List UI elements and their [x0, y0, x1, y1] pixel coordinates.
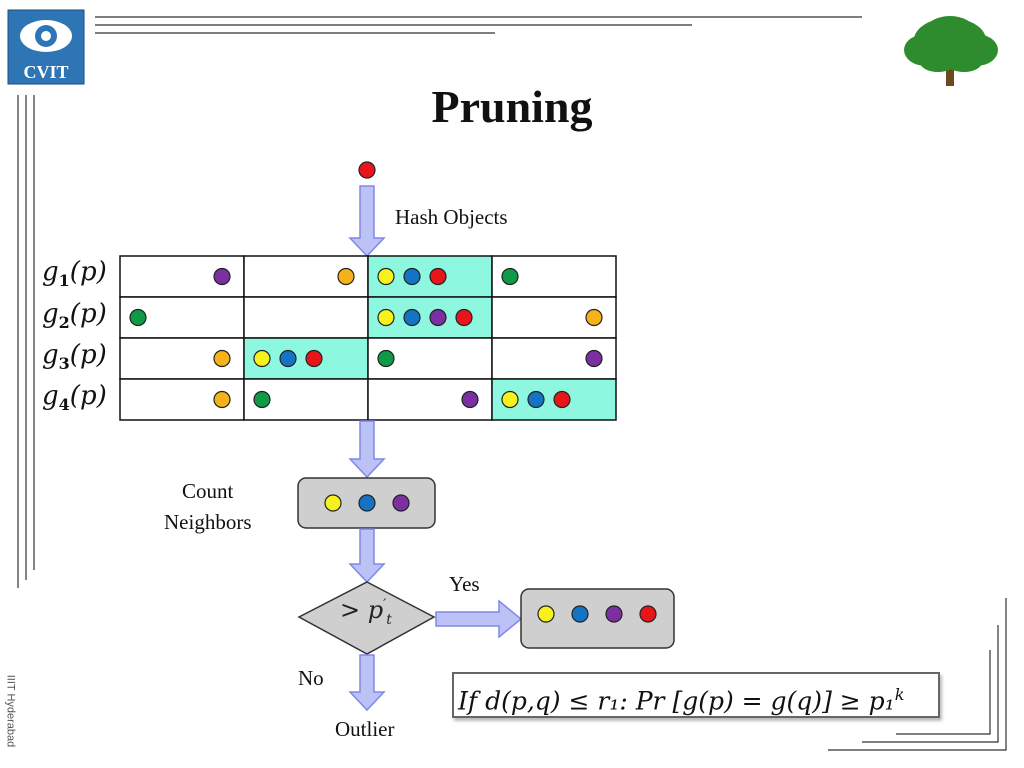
row-label-g3: g3(p) — [42, 340, 107, 374]
result-box — [520, 588, 675, 649]
yellow-dot — [253, 349, 271, 368]
row-label-g1: g1(p) — [42, 257, 107, 291]
red-dot — [455, 308, 473, 327]
no-label: No — [298, 666, 324, 690]
purple-dot — [392, 494, 410, 512]
logo-text: CVIT — [23, 62, 68, 82]
red-dot — [305, 349, 323, 368]
outlier-label: Outlier — [335, 717, 395, 741]
threshold-decision-diamond — [297, 581, 436, 655]
blue-dot — [403, 308, 421, 327]
blue-dot — [571, 605, 589, 623]
blue-dot — [279, 349, 297, 368]
eye-pupil — [41, 31, 51, 41]
count-arrow — [348, 420, 386, 479]
row-label-g4: g4(p) — [42, 381, 107, 415]
side-label: IIIT Hyderabad — [4, 674, 17, 748]
blue-dot — [358, 494, 376, 512]
orange-dot — [213, 349, 231, 368]
yellow-dot — [501, 390, 519, 409]
collision-probability-formula: If d(p,q) ≤ r₁: Pr [g(p) = g(q)] ≥ p₁k — [452, 672, 940, 718]
red-dot — [429, 267, 447, 286]
orange-dot — [213, 390, 231, 409]
yellow-dot — [377, 308, 395, 327]
corner-rule — [862, 625, 999, 743]
query-point-dot — [358, 161, 376, 179]
yellow-dot — [377, 267, 395, 286]
cvit-logo: CVIT — [7, 9, 85, 85]
tree-foliage — [926, 16, 974, 44]
count-label: Count — [182, 479, 234, 503]
tree-foliage — [946, 52, 982, 72]
orange-dot — [585, 308, 603, 327]
yes-label: Yes — [449, 572, 480, 596]
purple-dot — [461, 390, 479, 409]
purple-dot — [605, 605, 623, 623]
yellow-dot — [324, 494, 342, 512]
row-label-g2: g2(p) — [42, 299, 107, 333]
red-dot — [639, 605, 657, 623]
decision-arrow — [348, 528, 386, 584]
tree-icon — [904, 16, 998, 86]
tree-foliage — [920, 52, 956, 72]
corner-rule — [896, 650, 991, 735]
purple-dot — [429, 308, 447, 327]
orange-dot — [337, 267, 355, 286]
tree-trunk — [946, 58, 954, 86]
blue-dot — [403, 267, 421, 286]
red-dot — [553, 390, 571, 409]
green-dot — [377, 349, 395, 368]
green-dot — [253, 390, 271, 409]
slide-title: Pruning — [431, 81, 593, 132]
yellow-dot — [537, 605, 555, 623]
yes-arrow — [435, 599, 523, 639]
green-dot — [129, 308, 147, 327]
neighbors-label: Neighbors — [164, 510, 252, 534]
green-dot — [501, 267, 519, 286]
corner-rule — [828, 598, 1007, 751]
hash-objects-label: Hash Objects — [395, 205, 508, 229]
decision-threshold-label: > p′t — [340, 596, 392, 628]
purple-dot — [585, 349, 603, 368]
hash-bucket-cell — [243, 296, 369, 339]
purple-dot — [213, 267, 231, 286]
blue-dot — [527, 390, 545, 409]
hash-arrow — [348, 185, 386, 258]
no-arrow — [348, 654, 386, 712]
